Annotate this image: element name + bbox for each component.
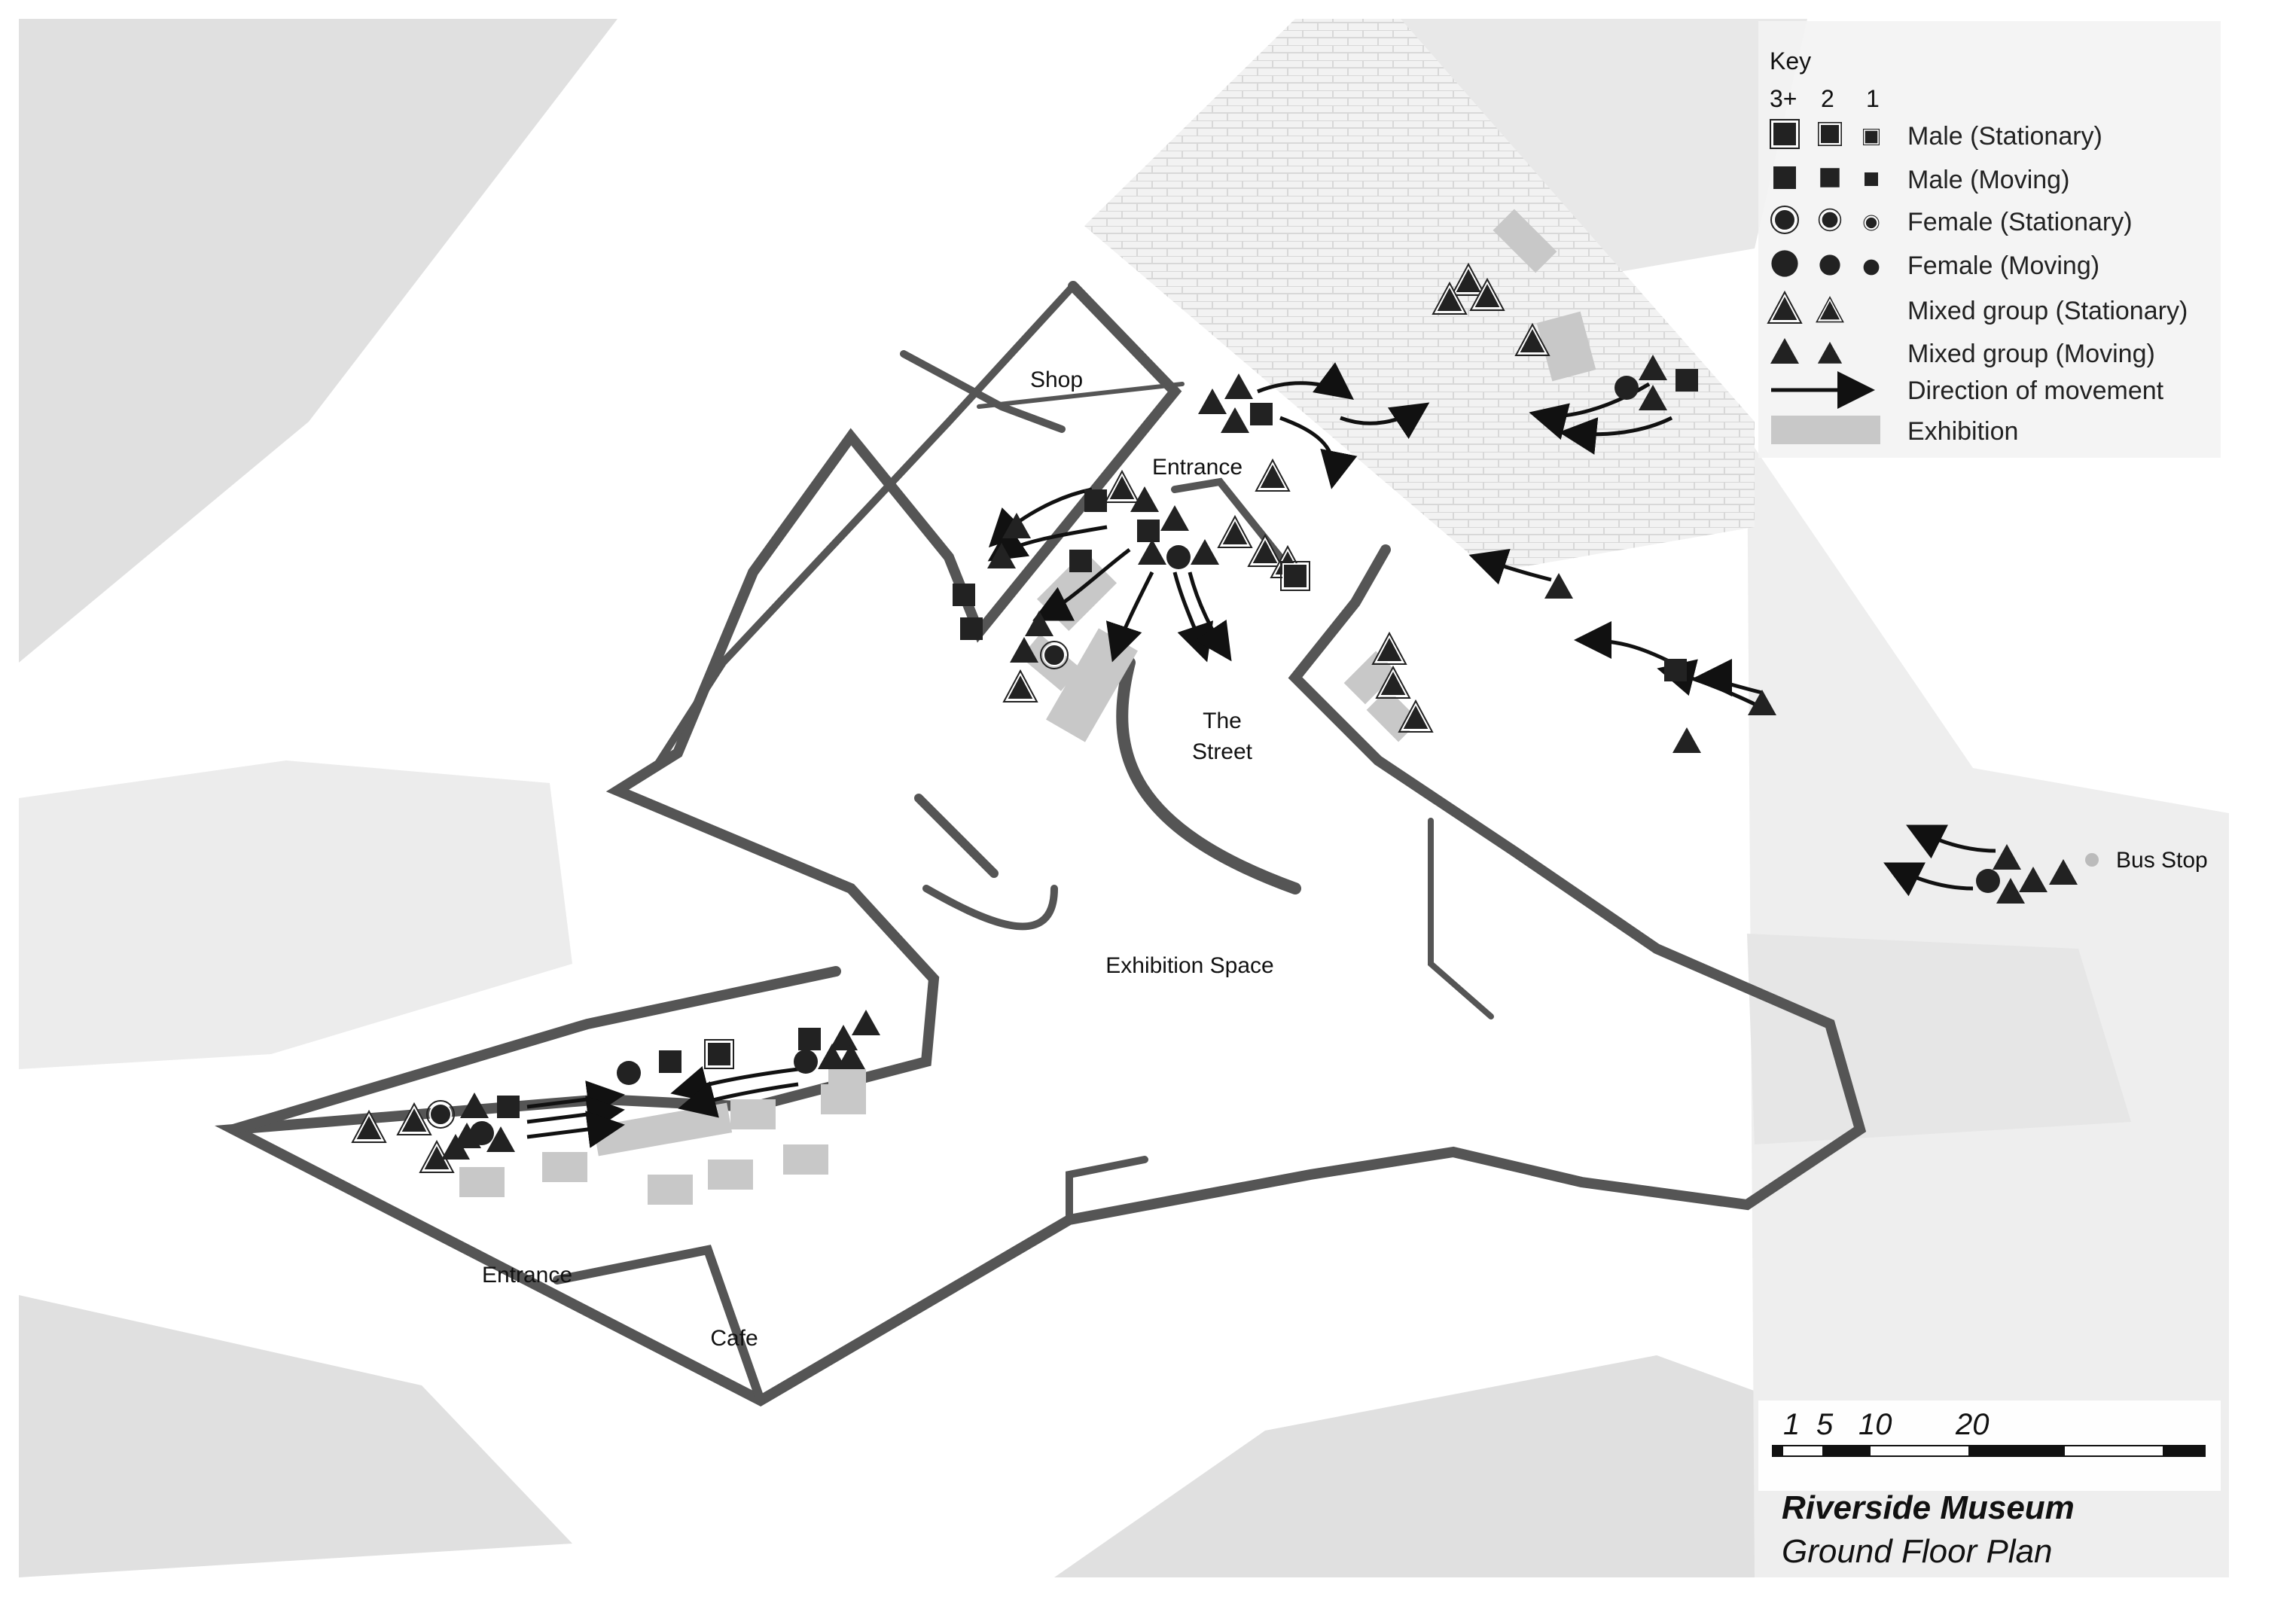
key-col-1: 1: [1866, 85, 1880, 112]
key-title: Key: [1770, 47, 1811, 75]
label-the-street-2: Street: [1192, 739, 1253, 764]
key-col-3plus: 3+: [1770, 85, 1797, 112]
key-mixed-moving: Mixed group (Moving): [1907, 340, 2155, 368]
map-subtitle: Ground Floor Plan: [1782, 1533, 2053, 1570]
scale-5: 5: [1816, 1408, 1834, 1441]
key-male-moving: Male (Moving): [1907, 166, 2069, 194]
label-entrance-bottom: Entrance: [482, 1263, 572, 1288]
key-direction: Direction of movement: [1907, 376, 2164, 405]
scale-20: 20: [1955, 1408, 1990, 1441]
key-col-2: 2: [1821, 85, 1834, 112]
scale-10: 10: [1858, 1408, 1892, 1441]
label-entrance-top: Entrance: [1152, 455, 1243, 480]
scale-1: 1: [1783, 1408, 1800, 1441]
map-title: Riverside Museum: [1782, 1489, 2075, 1526]
label-shop: Shop: [1030, 367, 1083, 392]
key-male-stationary: Male (Stationary): [1907, 122, 2102, 151]
building-walls: [215, 281, 1867, 1406]
scale-bar: 1 5 10 20: [1758, 1400, 2221, 1491]
place-labels: Shop Entrance The Street Exhibition Spac…: [482, 367, 2208, 1351]
movement-arrows: [526, 362, 1996, 1148]
label-cafe: Cafe: [710, 1326, 758, 1351]
title-block: Riverside Museum Ground Floor Plan: [1782, 1489, 2075, 1570]
label-bus-stop: Bus Stop: [2116, 848, 2208, 873]
label-the-street-1: The: [1203, 709, 1242, 733]
key-mixed-stationary: Mixed group (Stationary): [1907, 297, 2188, 325]
label-exhibition-space: Exhibition Space: [1105, 953, 1273, 978]
map-key: Key 3+ 2 1 Male (Stationary) Male (Movin…: [1758, 21, 2221, 458]
key-female-stationary: Female (Stationary): [1907, 208, 2133, 236]
key-female-moving: Female (Moving): [1907, 251, 2099, 280]
key-exhibition: Exhibition: [1907, 417, 2018, 446]
bus-stop-marker: [2085, 853, 2099, 867]
